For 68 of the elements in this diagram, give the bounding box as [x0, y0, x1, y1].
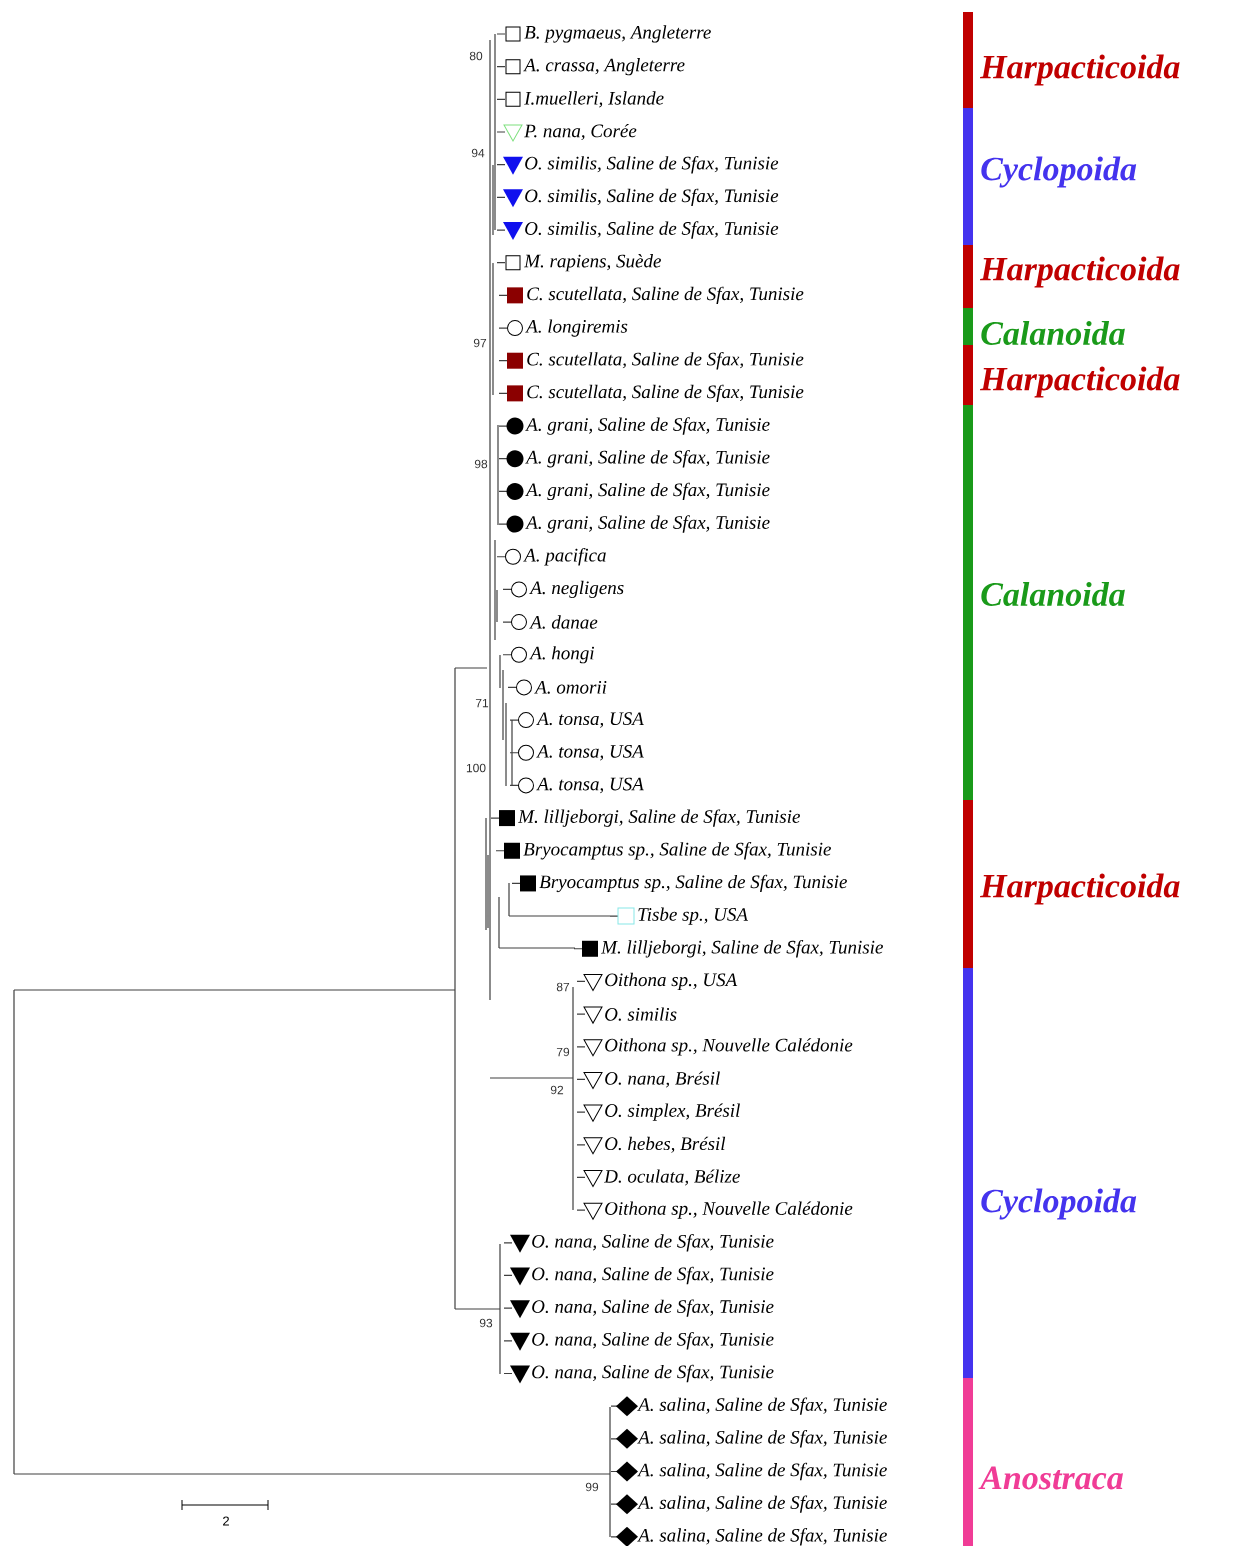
taxon-label: O. similis, Saline de Sfax, Tunisie	[525, 221, 779, 239]
taxon-label: Bryocamptus sp., Saline de Sfax, Tunisie	[523, 842, 831, 860]
taxon-label: A. omorii	[534, 681, 607, 694]
bootstrap-value: 79	[556, 1047, 570, 1057]
taxon-label: O. hebes, Brésil	[605, 1136, 726, 1153]
scale-label: 2	[223, 1516, 229, 1526]
taxon-label: O. similis, Saline de Sfax, Tunisie	[525, 155, 779, 174]
taxon-label: O. similis	[605, 1007, 677, 1021]
taxon-label: O. nana, Saline de Sfax, Tunisie	[532, 1234, 774, 1252]
taxon-label: A. grani, Saline de Sfax, Tunisie	[525, 417, 770, 435]
bootstrap-value: 87	[556, 982, 570, 992]
taxon-label: O. similis, Saline de Sfax, Tunisie	[525, 188, 779, 207]
bootstrap-value: 80	[469, 51, 483, 61]
taxon-label: Oithona sp., Nouvelle Calédonie	[605, 1201, 853, 1219]
taxon-label: Bryocamptus sp., Saline de Sfax, Tunisie	[539, 874, 847, 893]
taxon-label: A. salina, Saline de Sfax, Tunisie	[637, 1397, 887, 1415]
taxon-label: O. nana, Brésil	[605, 1071, 720, 1088]
taxon-label: A. salina, Saline de Sfax, Tunisie	[637, 1462, 887, 1481]
clade-label: Anostraca	[978, 1466, 1123, 1490]
taxon-label: A. crassa, Angleterre	[523, 58, 685, 76]
clade-label: Harpacticoida	[979, 873, 1180, 905]
taxon-label: A. grani, Saline de Sfax, Tunisie	[525, 482, 770, 501]
taxon-label: A. tonsa, USA	[536, 777, 644, 794]
taxon-label: C. scutellata, Saline de Sfax, Tunisie	[527, 286, 804, 305]
taxon-label: O. nana, Saline de Sfax, Tunisie	[532, 1364, 774, 1383]
taxon-label: A. tonsa, USA	[536, 712, 644, 728]
taxon-label: B. pygmaeus, Angleterre	[524, 25, 711, 43]
taxon-label: A. grani, Saline de Sfax, Tunisie	[525, 515, 770, 533]
taxon-label: A. salina, Saline de Sfax, Tunisie	[637, 1528, 887, 1546]
taxon-label: A. salina, Saline de Sfax, Tunisie	[637, 1430, 887, 1448]
taxon-label: Oithona sp., USA	[605, 972, 738, 991]
bootstrap-value: 98	[474, 459, 488, 469]
taxon-label: O. nana, Saline de Sfax, Tunisie	[532, 1299, 774, 1317]
clade-label: Harpacticoida	[979, 256, 1180, 288]
taxon-label: M. rapiens, Suède	[524, 254, 661, 272]
taxon-label: A. salina, Saline de Sfax, Tunisie	[637, 1495, 887, 1513]
bootstrap-value: 92	[550, 1085, 564, 1095]
taxon-label: A. danae	[529, 615, 598, 629]
bootstrap-value: 97	[473, 338, 487, 348]
bootstrap-value: 100	[466, 763, 486, 773]
taxon-label: A. tonsa, USA	[536, 745, 644, 761]
taxon-label: A. pacifica	[523, 548, 606, 566]
clade-label: Cyclopoida	[981, 156, 1137, 188]
taxon-label: A. negligens	[529, 580, 624, 598]
taxon-label: Oithona sp., Nouvelle Calédonie	[605, 1038, 853, 1056]
taxon-label: O. nana, Saline de Sfax, Tunisie	[532, 1332, 774, 1350]
taxon-label: C. scutellata, Saline de Sfax, Tunisie	[527, 384, 804, 403]
taxon-label: C. scutellata, Saline de Sfax, Tunisie	[527, 352, 804, 370]
taxon-label: O. simplex, Brésil	[605, 1103, 740, 1121]
taxon-label: A. hongi	[529, 646, 594, 664]
clade-label: Calanoida	[981, 582, 1125, 606]
taxon-label: P. nana, Corée	[524, 123, 637, 141]
bootstrap-value: 94	[471, 148, 485, 158]
clade-label: Harpacticoida	[979, 54, 1180, 86]
taxon-label: M. lilljeborgi, Saline de Sfax, Tunisie	[601, 940, 883, 958]
taxon-label: A. longiremis	[525, 319, 628, 337]
taxon-label: D. oculata, Bélize	[604, 1169, 740, 1186]
bootstrap-value: 71	[475, 698, 489, 708]
clade-label: Harpacticoida	[979, 366, 1180, 398]
clade-label: Cyclopoida	[981, 1188, 1137, 1220]
taxon-label: A. grani, Saline de Sfax, Tunisie	[525, 450, 770, 468]
bootstrap-value: 93	[479, 1318, 493, 1328]
taxon-label: I.muelleri, Islande	[524, 91, 664, 108]
clade-label: Calanoida	[981, 321, 1125, 345]
taxon-label: M. lilljeborgi, Saline de Sfax, Tunisie	[518, 809, 800, 827]
taxon-label: Tisbe sp., USA	[638, 907, 749, 925]
taxon-label: O. nana, Saline de Sfax, Tunisie	[532, 1266, 774, 1285]
bootstrap-value: 99	[585, 1482, 599, 1492]
